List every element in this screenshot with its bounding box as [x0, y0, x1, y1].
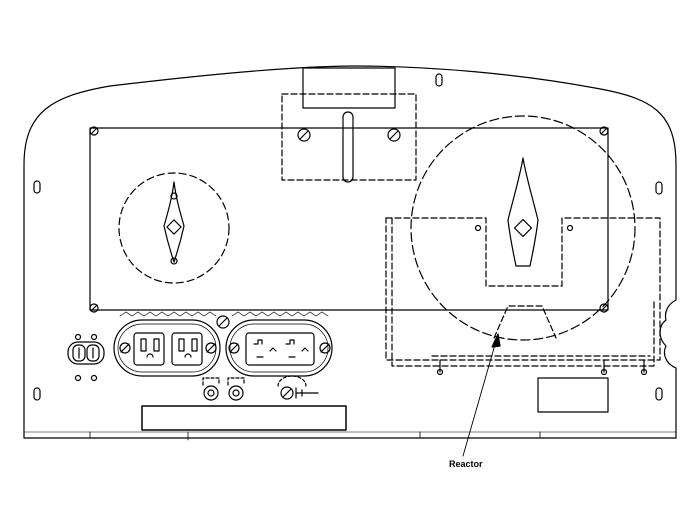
- bottom-nameplate: [141, 405, 347, 431]
- left-rotary-knob[interactable]: [118, 172, 230, 284]
- outlet-left[interactable]: [113, 311, 221, 377]
- reactor-assembly: [385, 115, 661, 376]
- right-rotary-knob[interactable]: [507, 157, 539, 267]
- housing-outline: [23, 65, 677, 439]
- base-ticks: [89, 431, 541, 441]
- mount-bolts: [436, 359, 648, 376]
- outlet-right[interactable]: [225, 311, 333, 377]
- twin-switch[interactable]: [67, 333, 105, 382]
- lower-right-box: [537, 377, 609, 413]
- top-bracket: [281, 67, 417, 183]
- front-panel-plate: [89, 126, 609, 313]
- center-screw: [216, 315, 230, 329]
- reactor-label: Reactor: [449, 459, 483, 469]
- side-slots: [33, 73, 663, 401]
- ground-lug: [277, 375, 319, 400]
- terminal-posts: [202, 377, 245, 401]
- reactor-leader-line: [462, 333, 501, 457]
